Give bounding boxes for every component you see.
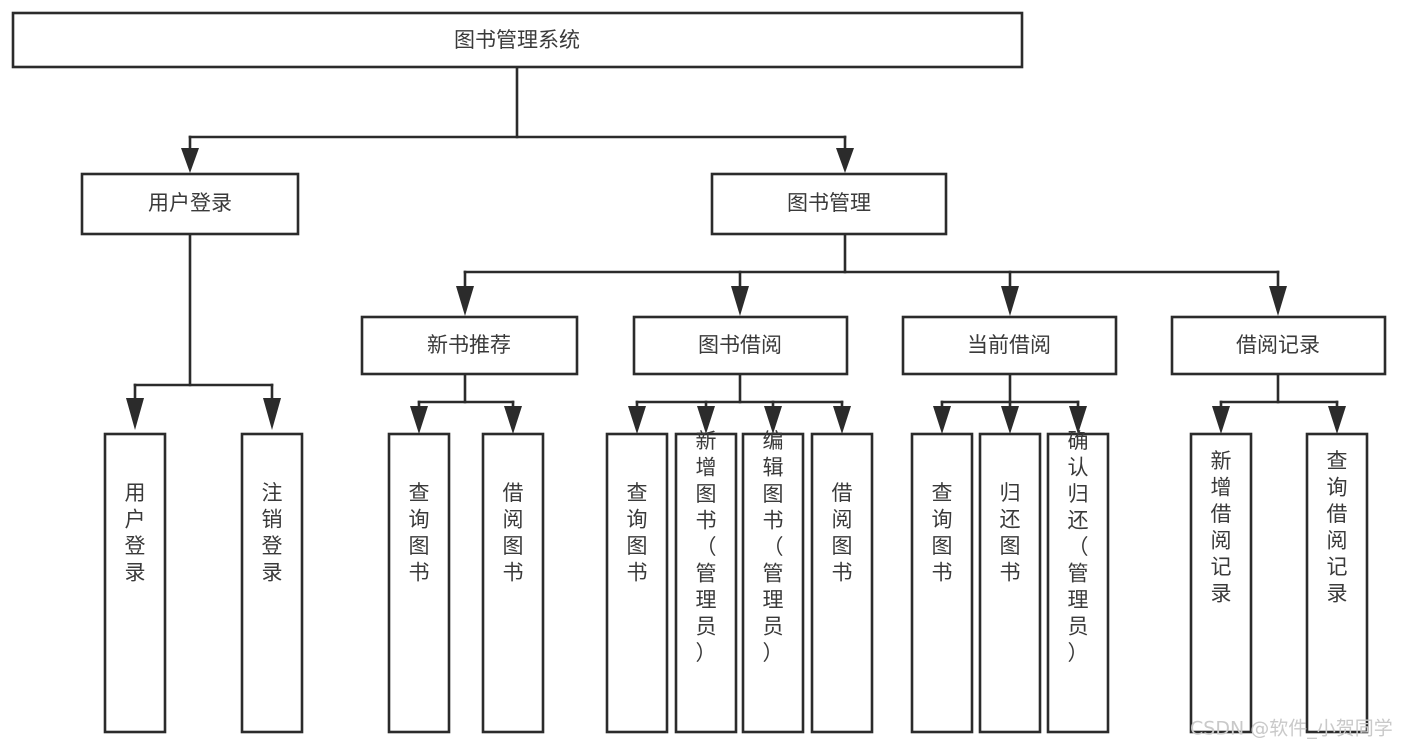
watermark-label: CSDN @软件_小贺同学 (1190, 718, 1393, 740)
arrowhead-leaf-borrow-book-1 (504, 406, 522, 434)
node-leaf-query-book-3-box[interactable] (910, 432, 974, 734)
node-leaf-borrow-book-1-box[interactable] (481, 432, 545, 734)
node-leaf-query-book-3[interactable]: 查询图书 (910, 432, 974, 734)
arrowhead-user-login (181, 148, 199, 173)
node-book-manage[interactable]: 图书管理 (710, 172, 948, 236)
node-leaf-query-book-1-label: 查询图书 (409, 481, 430, 585)
arrowhead-book-borrow (731, 286, 749, 316)
node-borrow-record-label: 借阅记录 (1236, 333, 1320, 357)
arrowhead-leaf-user-login (126, 398, 144, 430)
arrowhead-leaf-borrow-book-2 (833, 406, 851, 434)
node-borrow-record[interactable]: 借阅记录 (1170, 315, 1387, 376)
node-leaf-user-login[interactable]: 用户登录 (103, 432, 167, 734)
arrowhead-leaf-query-record (1328, 406, 1346, 434)
node-leaf-add-book-label: 新增图书（管理员） (696, 429, 717, 665)
node-leaf-borrow-book-1[interactable]: 借阅图书 (481, 432, 545, 734)
node-user-login[interactable]: 用户登录 (80, 172, 300, 236)
node-leaf-query-book-2-label: 查询图书 (627, 481, 648, 585)
node-leaf-query-book-1[interactable]: 查询图书 (387, 432, 451, 734)
node-leaf-add-record-box[interactable] (1189, 432, 1253, 734)
connector-layer (126, 65, 1346, 434)
node-leaf-borrow-book-2[interactable]: 借阅图书 (810, 432, 874, 734)
node-book-manage-label: 图书管理 (787, 191, 871, 215)
node-leaf-borrow-book-2-label: 借阅图书 (832, 481, 853, 585)
arrowhead-new-book-rec (456, 286, 474, 316)
node-leaf-add-book-box[interactable] (674, 432, 738, 734)
node-root-label: 图书管理系统 (454, 28, 580, 52)
node-new-book-rec-label: 新书推荐 (427, 333, 511, 357)
arrowhead-leaf-query-book-2 (628, 406, 646, 434)
node-book-manage-box[interactable] (710, 172, 948, 236)
node-user-login-box[interactable] (80, 172, 300, 236)
arrowhead-borrow-record (1269, 286, 1287, 316)
node-leaf-borrow-book-1-label: 借阅图书 (503, 481, 524, 585)
node-leaf-query-book-3-label: 查询图书 (932, 481, 953, 585)
node-leaf-user-login-box[interactable] (103, 432, 167, 734)
arrowhead-leaf-logout (263, 398, 281, 430)
node-root[interactable]: 图书管理系统 (11, 11, 1024, 69)
node-leaf-borrow-book-2-box[interactable] (810, 432, 874, 734)
node-book-borrow-box[interactable] (632, 315, 849, 376)
node-leaf-logout[interactable]: 注销登录 (240, 432, 304, 734)
node-leaf-add-record[interactable]: 新增借阅记录 (1189, 432, 1253, 734)
node-book-borrow[interactable]: 图书借阅 (632, 315, 849, 376)
node-leaf-return-book-box[interactable] (978, 432, 1042, 734)
node-leaf-logout-label: 注销登录 (262, 481, 283, 585)
node-leaf-query-book-2-box[interactable] (605, 432, 669, 734)
node-user-login-label: 用户登录 (148, 191, 232, 215)
node-borrow-record-box[interactable] (1170, 315, 1387, 376)
arrowhead-current-borrow (1001, 286, 1019, 316)
node-leaf-edit-book-label: 编辑图书（管理员） (763, 429, 784, 665)
node-leaf-edit-book[interactable]: 编辑图书（管理员） (741, 429, 805, 734)
node-leaf-add-book[interactable]: 新增图书（管理员） (674, 429, 738, 734)
node-leaf-query-record-label: 查询借阅记录 (1327, 449, 1348, 606)
node-new-book-rec[interactable]: 新书推荐 (360, 315, 579, 376)
node-leaf-return-book[interactable]: 归还图书 (978, 432, 1042, 734)
node-leaf-return-book-label: 归还图书 (1000, 481, 1021, 585)
arrowhead-leaf-query-book-3 (933, 406, 951, 434)
arrowhead-leaf-add-book (697, 406, 715, 434)
arrowhead-leaf-add-record (1212, 406, 1230, 434)
node-new-book-rec-box[interactable] (360, 315, 579, 376)
arrowhead-leaf-query-book-1 (410, 406, 428, 434)
node-leaf-query-book-2[interactable]: 查询图书 (605, 432, 669, 734)
node-leaf-query-book-1-box[interactable] (387, 432, 451, 734)
node-leaf-user-login-label: 用户登录 (125, 481, 146, 585)
node-leaf-query-record-box[interactable] (1305, 432, 1369, 734)
node-leaf-confirm-return[interactable]: 确认归还（管理员） (1046, 429, 1110, 734)
node-leaf-confirm-return-box[interactable] (1046, 432, 1110, 734)
node-root-box[interactable] (11, 11, 1024, 69)
arrowhead-leaf-edit-book (764, 406, 782, 434)
arrowhead-leaf-return-book (1001, 406, 1019, 434)
node-current-borrow-box[interactable] (901, 315, 1118, 376)
node-leaf-add-record-label: 新增借阅记录 (1211, 449, 1232, 606)
node-leaf-query-record[interactable]: 查询借阅记录 (1305, 432, 1369, 734)
node-book-borrow-label: 图书借阅 (698, 333, 782, 357)
node-current-borrow[interactable]: 当前借阅 (901, 315, 1118, 376)
node-leaf-logout-box[interactable] (240, 432, 304, 734)
arrowhead-leaf-confirm-return (1069, 406, 1087, 434)
arrowhead-book-manage (836, 148, 854, 173)
node-leaf-confirm-return-label: 确认归还（管理员） (1068, 429, 1089, 665)
node-leaf-edit-book-box[interactable] (741, 432, 805, 734)
node-current-borrow-label: 当前借阅 (967, 333, 1051, 357)
